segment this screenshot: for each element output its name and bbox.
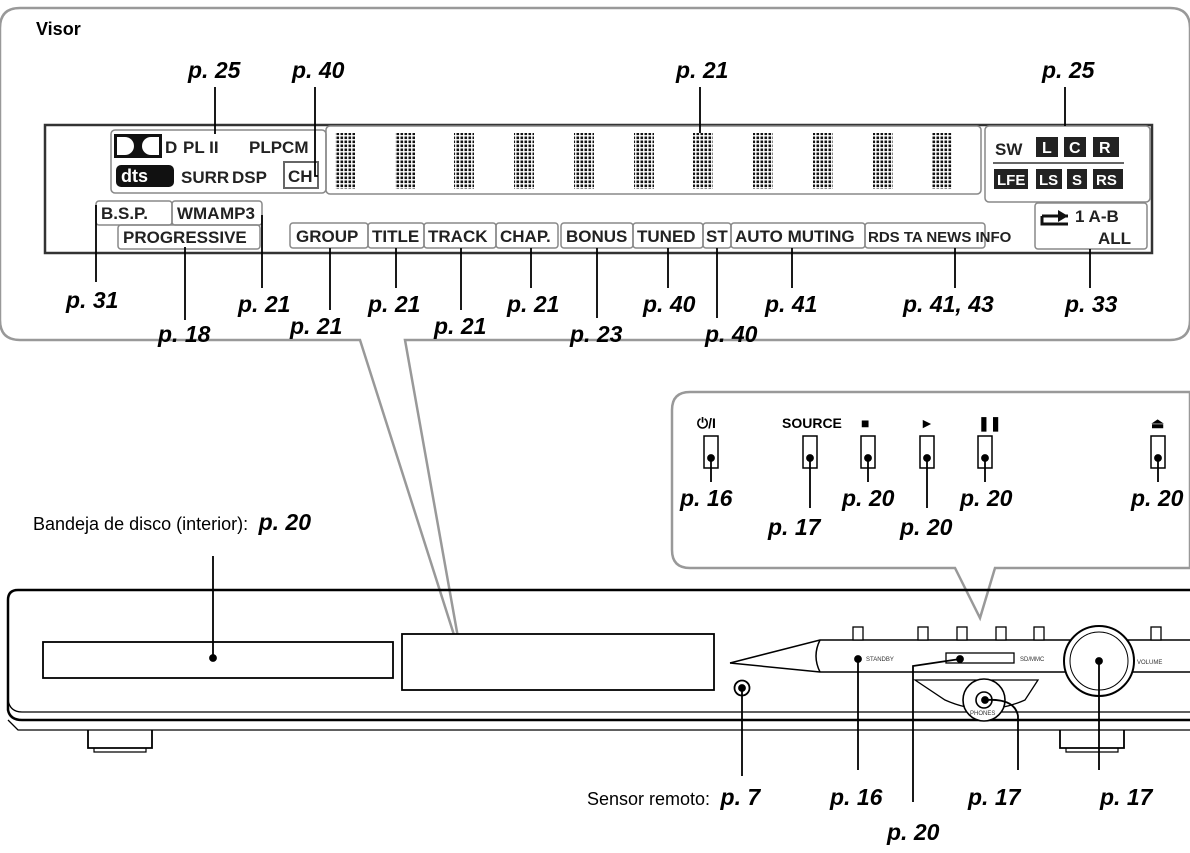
indicator-s: S [1072, 172, 1082, 189]
indicator-all: ALL [1098, 229, 1131, 248]
indicator-l: L [1042, 140, 1052, 157]
ref-chap: p. 21 [506, 291, 559, 317]
indicator-progressive: PROGRESSIVE [123, 228, 247, 247]
indicator-title: TITLE [372, 227, 419, 246]
play-label: ► [920, 415, 934, 431]
indicator-wma: WMA [177, 204, 219, 223]
indicator-chap: CHAP. [500, 227, 551, 246]
ref-rds: p. 41, 43 [902, 291, 994, 317]
dot-matrix-display [325, 125, 982, 195]
indicator-mp3: MP3 [220, 204, 255, 223]
volume-text: VOLUME [1137, 660, 1162, 666]
sensor-label-line: Sensor remoto: p. 7 [587, 784, 761, 810]
repeat-arrow-icon [1040, 210, 1068, 226]
tray-label: Bandeja de disco (interior): [33, 514, 248, 534]
ref-sensor: p. 7 [720, 784, 762, 810]
ref-stop: p. 20 [841, 485, 895, 511]
indicator-auto-muting: AUTO MUTING [735, 227, 855, 246]
ref-volume: p. 17 [1099, 784, 1154, 810]
indicator-dsp: DSP [232, 168, 267, 187]
ref-standby: p. 16 [829, 784, 883, 810]
indicator-pl2: PL II [183, 138, 219, 157]
indicator-ch: CH [288, 167, 313, 186]
sensor-label: Sensor remoto: [587, 789, 710, 809]
indicator-track: TRACK [428, 227, 488, 246]
unit-leader-lines [209, 556, 1103, 802]
power-label: ⏻/I [697, 415, 716, 431]
display-leader-lines [95, 87, 1091, 320]
unit-source-button[interactable] [917, 626, 929, 641]
dts-logo-icon [116, 165, 174, 187]
indicator-sw: SW [995, 140, 1023, 159]
indicator-st: ST [706, 227, 728, 246]
ref-track: p. 21 [433, 313, 486, 339]
ref-bsp: p. 31 [65, 287, 118, 313]
indicator-plpcm: PLPCM [249, 138, 309, 157]
ref-source: p. 17 [767, 514, 822, 540]
unit-pause-button[interactable] [1033, 626, 1045, 641]
main-unit: STANDBY SD/MMC PHONES VOLUME [6, 588, 1190, 753]
indicator-surr: SURR [181, 168, 229, 187]
indicator-dts: dts [121, 166, 148, 186]
indicator-c: C [1069, 140, 1081, 157]
ref-repeat: p. 33 [1064, 291, 1118, 317]
ref-dolby: p. 25 [187, 57, 242, 83]
ref-st: p. 40 [704, 321, 758, 347]
indicator-tuned: TUNED [637, 227, 696, 246]
sd-text: SD/MMC [1020, 657, 1045, 663]
tray-label-line: Bandeja de disco (interior): p. 20 [33, 509, 311, 535]
buttons-callout: ⏻/I SOURCE ■ ► ❚❚ ⏏ p. 16 p. 17 p. 20 p.… [670, 390, 1190, 622]
ch-box [283, 161, 319, 189]
ref-power: p. 16 [679, 485, 733, 511]
unit-eject-button[interactable] [1150, 626, 1162, 641]
indicator-bsp: B.S.P. [101, 204, 148, 223]
disc-tray[interactable] [42, 641, 394, 679]
speaker-indicators: SW L C R LFE LS S RS [984, 125, 1151, 203]
ref-pause: p. 20 [959, 485, 1013, 511]
indicator-bonus: BONUS [566, 227, 627, 246]
pause-label: ❚❚ [978, 415, 1001, 432]
indicator-repeat: 1 A-B [1075, 207, 1119, 226]
indicator-dolby-d: D [165, 138, 177, 157]
indicator-group: GROUP [296, 227, 358, 246]
ref-sd: p. 20 [886, 819, 940, 845]
ref-speakers: p. 25 [1041, 57, 1096, 83]
standby-text: STANDBY [866, 657, 894, 663]
indicator-lfe: LFE [997, 172, 1025, 189]
display-callout: Visor [0, 6, 1190, 661]
display-panel: D PL II PLPCM dts SURR DSP CH SW [43, 123, 1154, 255]
ref-group: p. 21 [289, 313, 342, 339]
phones-text: PHONES [970, 711, 995, 717]
indicator-rds-ta-news-info: RDS TA NEWS INFO [868, 229, 1012, 246]
stop-label: ■ [861, 415, 869, 431]
ref-play: p. 20 [899, 514, 953, 540]
ref-auto-muting: p. 41 [764, 291, 817, 317]
ref-eject: p. 20 [1130, 485, 1184, 511]
ref-phones: p. 17 [967, 784, 1022, 810]
source-label: SOURCE [782, 415, 842, 431]
display-window [401, 633, 715, 691]
progressive-box [117, 224, 261, 250]
visor-title: Visor [36, 19, 81, 39]
sd-slot[interactable] [945, 652, 1015, 664]
ref-progressive: p. 18 [157, 321, 211, 347]
dolby-logo-icon [114, 134, 162, 158]
indicator-ls: LS [1039, 172, 1058, 189]
ref-ch: p. 40 [291, 57, 345, 83]
ref-mp3: p. 21 [237, 291, 290, 317]
ref-tray: p. 20 [258, 509, 312, 535]
indicator-rs: RS [1096, 172, 1117, 189]
ref-tuned: p. 40 [642, 291, 696, 317]
unit-standby-button[interactable] [852, 626, 864, 641]
ref-title: p. 21 [367, 291, 420, 317]
ref-matrix: p. 21 [675, 57, 728, 83]
repeat-box [1034, 202, 1148, 250]
unit-stop-button[interactable] [956, 626, 968, 641]
indicator-r: R [1099, 140, 1111, 157]
unit-play-button[interactable] [995, 626, 1007, 641]
ref-bonus: p. 23 [569, 321, 623, 347]
eject-label: ⏏ [1151, 415, 1164, 431]
